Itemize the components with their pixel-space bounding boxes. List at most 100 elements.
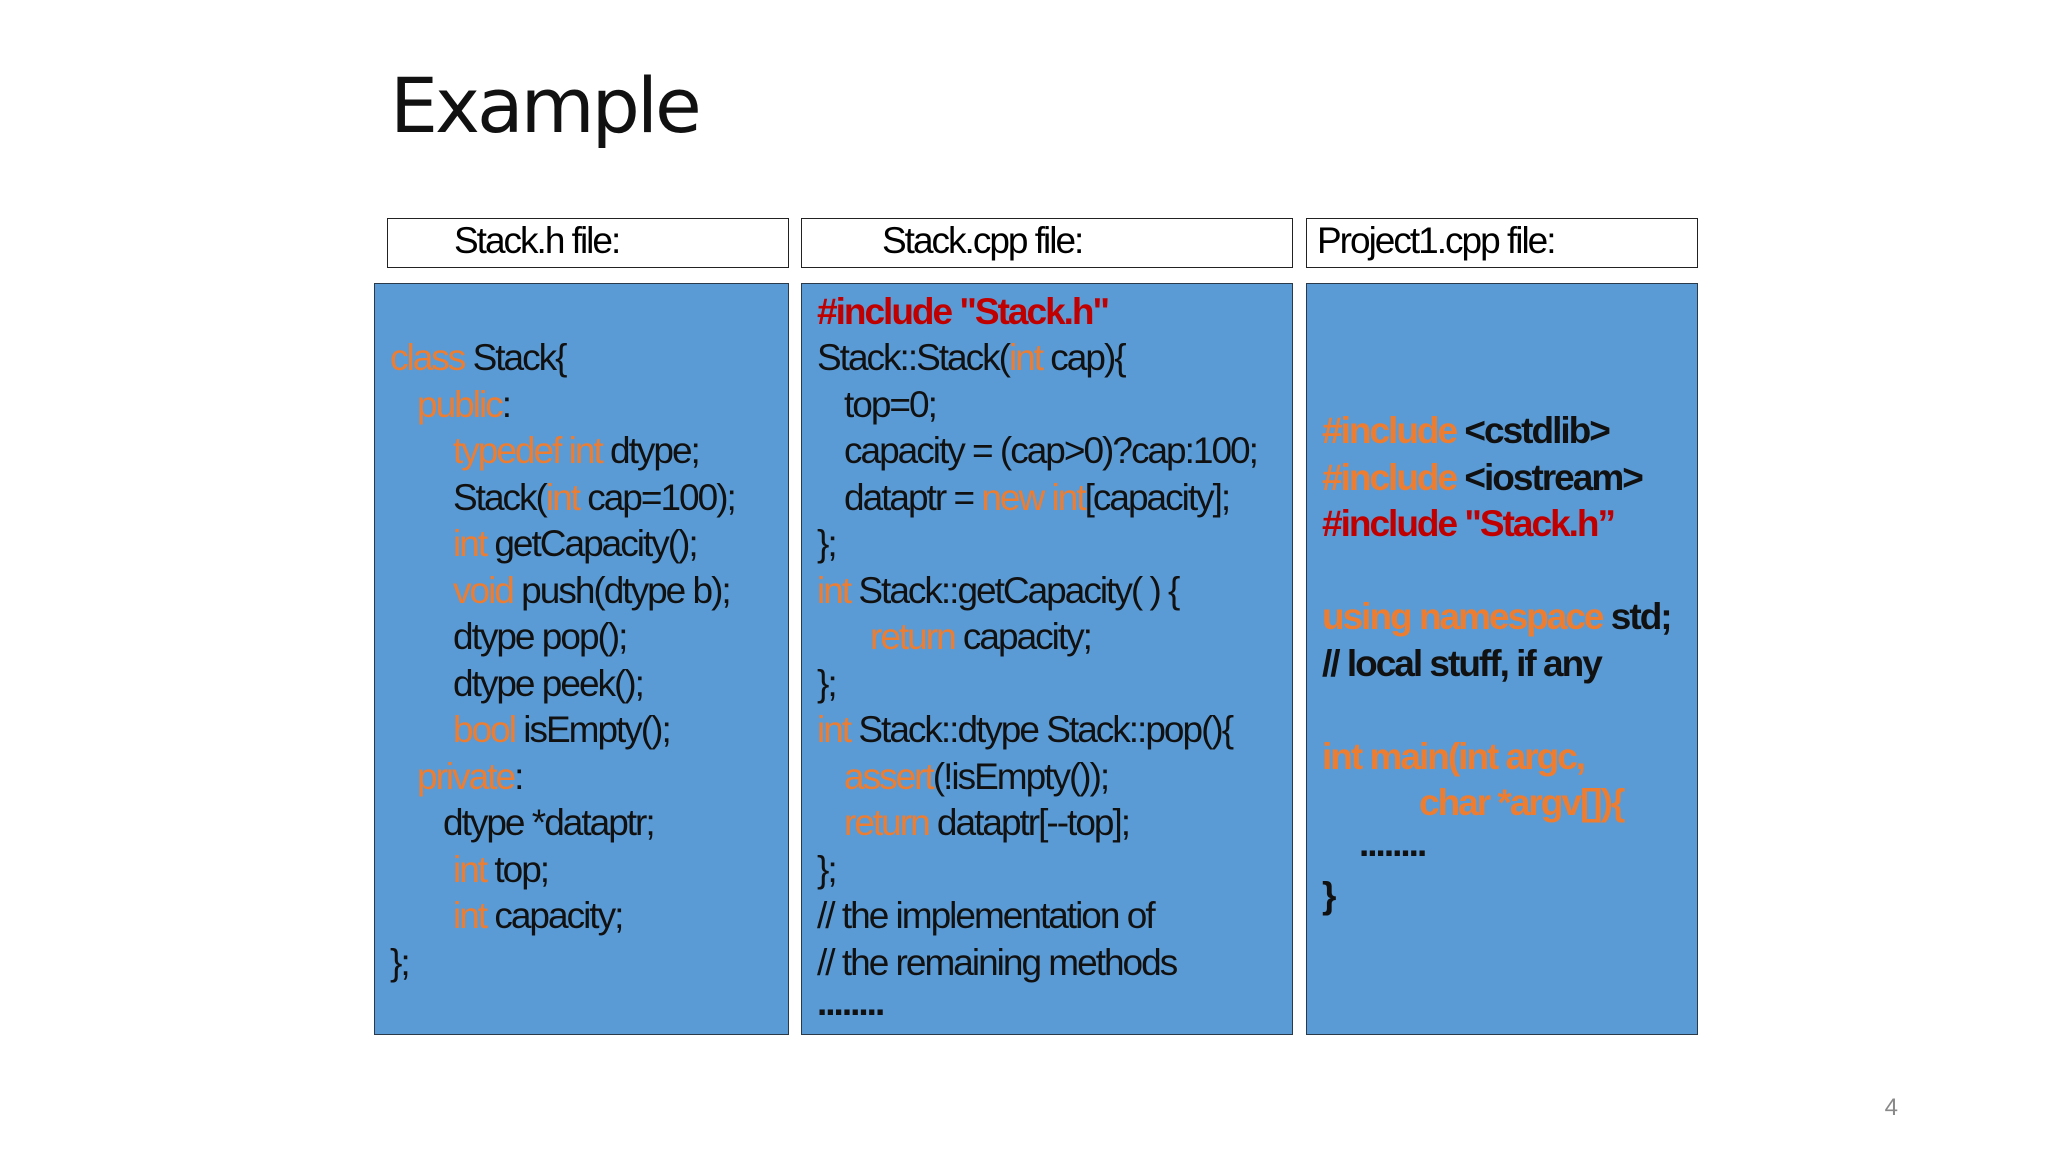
keyword: new int	[981, 477, 1086, 518]
code-text: [capacity];	[1084, 477, 1232, 518]
stack-cpp-header-label: Stack.cpp file:	[882, 220, 1084, 261]
code-line: void push(dtype b);	[453, 569, 732, 613]
code-line: int getCapacity();	[453, 522, 699, 566]
code-line: dtype *dataptr;	[443, 801, 656, 845]
code-text: isEmpty();	[514, 709, 672, 750]
code-text: };	[817, 849, 838, 890]
code-text: dtype *dataptr;	[443, 802, 656, 843]
keyword: class	[390, 337, 466, 378]
code-line: dtype peek();	[453, 662, 645, 706]
keyword: public	[417, 384, 504, 425]
code-line: int capacity;	[453, 894, 624, 938]
code-line: };	[817, 662, 838, 706]
code-text: };	[390, 942, 411, 983]
code-line: ........	[1359, 822, 1427, 866]
code-text: <iostream>	[1456, 457, 1643, 498]
keyword: return	[844, 802, 931, 843]
code-text: getCapacity();	[486, 523, 698, 564]
keyword: void	[453, 570, 515, 611]
code-line: }	[1322, 874, 1336, 918]
ellipsis: ........	[817, 982, 885, 1023]
include-directive: #include "Stack.h”	[1322, 503, 1616, 544]
code-text: capacity;	[954, 616, 1093, 657]
keyword: int main(int argc,	[1322, 736, 1586, 777]
code-text: Stack{	[464, 337, 568, 378]
keyword: int	[453, 849, 488, 890]
code-text: std;	[1602, 596, 1673, 637]
code-line: int Stack::getCapacity( ) {	[817, 569, 1180, 613]
project1-header-label: Project1.cpp file:	[1317, 220, 1557, 261]
code-text: top;	[486, 849, 550, 890]
code-text: cap){	[1042, 337, 1126, 378]
code-text: };	[817, 663, 838, 704]
stack-h-header-label: Stack.h file:	[454, 220, 621, 261]
code-text: }	[1322, 875, 1336, 916]
ellipsis: ........	[1359, 823, 1427, 864]
code-text: cap=100);	[578, 477, 737, 518]
code-text: :	[514, 756, 524, 797]
code-line: using namespace std;	[1322, 595, 1673, 639]
code-text: dtype peek();	[453, 663, 645, 704]
keyword: int	[1008, 337, 1044, 378]
code-comment: // the remaining methods	[817, 942, 1178, 983]
keyword: assert	[844, 756, 935, 797]
code-line: typedef int dtype;	[453, 429, 701, 473]
code-line: ........	[817, 981, 885, 1025]
keyword: int	[817, 709, 852, 750]
code-line: public:	[417, 383, 512, 427]
code-line: private:	[417, 755, 524, 799]
code-line: top=0;	[844, 383, 938, 427]
code-line: int main(int argc,	[1322, 735, 1586, 779]
keyword: typedef int	[453, 430, 604, 471]
keyword: char *argv[]){	[1419, 782, 1625, 823]
code-text: Stack::getCapacity( ) {	[850, 570, 1180, 611]
code-text: dataptr =	[844, 477, 982, 518]
code-line: assert(!isEmpty());	[844, 755, 1110, 799]
slide-title: Example	[390, 61, 702, 150]
keyword: #include	[1322, 457, 1458, 498]
stack-cpp-panel: #include "Stack.h" Stack::Stack(int cap)…	[801, 283, 1293, 1035]
code-text: top=0;	[844, 384, 938, 425]
code-line: // local stuff, if any	[1322, 642, 1603, 686]
code-text: };	[817, 523, 838, 564]
code-text: Stack(	[453, 477, 548, 518]
code-text: (!isEmpty());	[932, 756, 1110, 797]
code-line: int top;	[453, 848, 550, 892]
code-line: dataptr = new int[capacity];	[844, 476, 1232, 520]
keyword: using namespace	[1322, 596, 1605, 637]
code-line: class Stack{	[390, 336, 568, 380]
code-line: };	[817, 522, 838, 566]
code-text: dataptr[--top];	[928, 802, 1131, 843]
page-number: 4	[1884, 1094, 1898, 1121]
code-line: // the implementation of	[817, 894, 1156, 938]
keyword: private	[417, 756, 516, 797]
keyword: int	[817, 570, 852, 611]
code-line: #include "Stack.h”	[1322, 502, 1616, 546]
stack-cpp-header: Stack.cpp file:	[801, 218, 1293, 268]
project1-header: Project1.cpp file:	[1306, 218, 1698, 268]
keyword: bool	[453, 709, 517, 750]
stack-h-panel: class Stack{ public: typedef int dtype; …	[374, 283, 789, 1035]
keyword: return	[870, 616, 957, 657]
code-line: int Stack::dtype Stack::pop(){	[817, 708, 1234, 752]
code-line: return dataptr[--top];	[844, 801, 1131, 845]
code-line: Stack(int cap=100);	[453, 476, 737, 520]
include-directive: #include "Stack.h"	[817, 291, 1110, 332]
code-text: push(dtype b);	[512, 570, 732, 611]
code-text: Stack::Stack(	[817, 337, 1011, 378]
stack-h-header: Stack.h file:	[387, 218, 789, 268]
code-line: bool isEmpty();	[453, 708, 672, 752]
code-line: };	[390, 941, 411, 985]
code-line: #include <iostream>	[1322, 456, 1644, 500]
code-line: char *argv[]){	[1419, 781, 1625, 825]
code-line: #include "Stack.h"	[817, 290, 1110, 334]
code-line: return capacity;	[870, 615, 1093, 659]
keyword: int	[453, 523, 488, 564]
keyword: #include	[1322, 410, 1458, 451]
keyword: int	[453, 895, 488, 936]
code-line: capacity = (cap>0)?cap:100;	[844, 429, 1259, 473]
code-text: :	[501, 384, 512, 425]
code-line: #include <cstdlib>	[1322, 409, 1611, 453]
keyword: int	[545, 477, 581, 518]
code-text: capacity;	[486, 895, 624, 936]
